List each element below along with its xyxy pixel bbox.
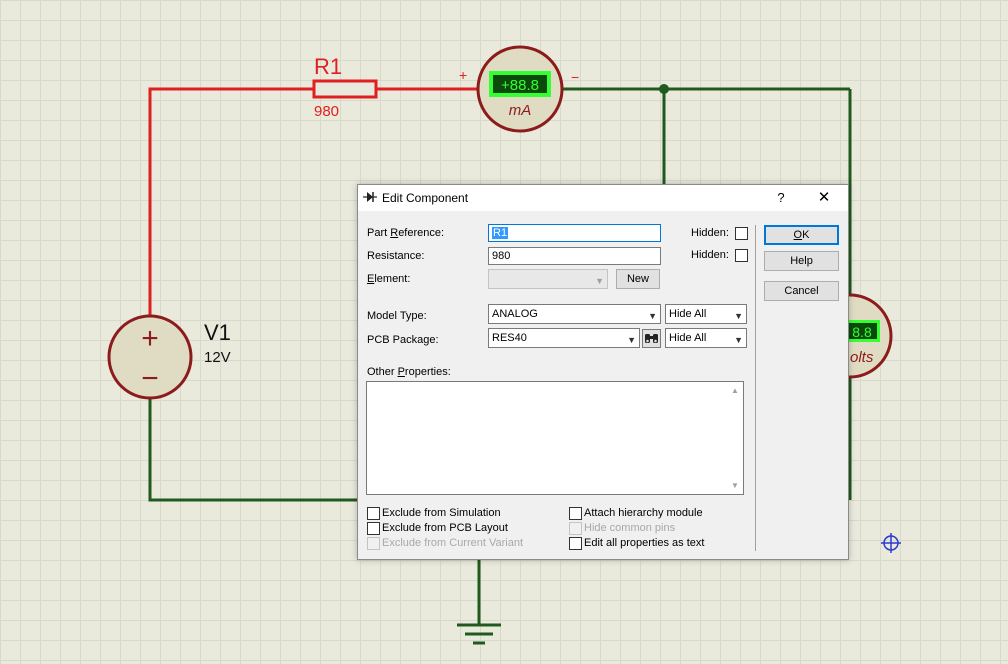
r1-value: 980	[314, 103, 339, 120]
ammeter-minus: −	[571, 69, 579, 85]
model-type-label: Model Type:	[367, 310, 427, 322]
exclude-simulation-checkbox[interactable]	[367, 507, 380, 520]
chevron-down-icon: ▼	[627, 335, 636, 345]
resistance-label: Resistance:	[367, 250, 425, 262]
hidden-label-resistance: Hidden:	[691, 249, 729, 261]
exclude-pcb-checkbox[interactable]	[367, 522, 380, 535]
close-icon[interactable]: ✕	[817, 189, 831, 206]
hide-common-pins-checkbox	[569, 522, 582, 535]
other-properties-textarea[interactable]: ▲ ▼	[366, 381, 744, 495]
dialog-title: Edit Component	[382, 191, 469, 205]
exclude-pcb-label: Exclude from PCB Layout	[382, 522, 508, 534]
exclude-simulation-label: Exclude from Simulation	[382, 507, 501, 519]
crosshair-cursor-icon	[881, 533, 901, 553]
wire-bottom-left	[148, 398, 358, 502]
element-label: Element:	[367, 273, 411, 285]
attach-hierarchy-checkbox[interactable]	[569, 507, 582, 520]
scroll-up-icon[interactable]: ▲	[731, 386, 739, 395]
part-reference-input[interactable]: R1	[488, 224, 661, 242]
hidden-resistance-checkbox[interactable]	[735, 249, 748, 262]
binoculars-glyph	[645, 334, 658, 343]
help-button[interactable]: Help	[764, 251, 839, 271]
ammeter-display: +88.8	[501, 77, 539, 94]
voltmeter-unit: olts	[850, 349, 874, 366]
binoculars-icon[interactable]	[642, 329, 661, 348]
other-properties-scrollbar[interactable]: ▲ ▼	[727, 382, 743, 494]
ok-button[interactable]: OK	[764, 225, 839, 245]
new-element-button[interactable]: New	[616, 269, 660, 289]
other-properties-label: Other Properties:	[367, 366, 451, 378]
pcb-package-hide-combo[interactable]: Hide All▼	[665, 328, 747, 348]
ammeter-plus: +	[459, 67, 467, 83]
part-reference-label: Part Reference:	[367, 227, 445, 239]
voltmeter-display: 8.8	[852, 324, 872, 340]
ammeter-unit: mA	[509, 102, 532, 119]
chevron-down-icon: ▼	[648, 311, 657, 321]
dialog-separator	[755, 225, 756, 551]
cancel-button[interactable]: Cancel	[764, 281, 839, 301]
exclude-variant-label: Exclude from Current Variant	[382, 537, 524, 549]
pcb-package-combo[interactable]: RES40▼	[488, 328, 640, 348]
hidden-part-ref-checkbox[interactable]	[735, 227, 748, 240]
junction-dot	[659, 84, 669, 94]
hidden-label-part-ref: Hidden:	[691, 227, 729, 239]
chevron-down-icon: ▼	[734, 311, 743, 321]
resistor-r1[interactable]: R1 980	[312, 54, 378, 120]
exclude-variant-checkbox	[367, 537, 380, 550]
chevron-down-icon: ▼	[734, 335, 743, 345]
resistance-input[interactable]: 980	[488, 247, 661, 265]
scroll-down-icon[interactable]: ▼	[731, 481, 739, 490]
component-diode-icon	[363, 192, 377, 202]
model-type-combo[interactable]: ANALOG▼	[488, 304, 661, 324]
v1-value: 12V	[204, 349, 231, 366]
hide-common-pins-label: Hide common pins	[584, 522, 676, 534]
attach-hierarchy-label: Attach hierarchy module	[584, 507, 703, 519]
dialog-titlebar[interactable]: Edit Component ? ✕	[358, 185, 848, 211]
battery-v1[interactable]: + − V1 12V	[107, 314, 231, 400]
help-question-icon[interactable]: ?	[777, 190, 785, 205]
edit-component-dialog: Edit Component ? ✕ Part Reference: R1 Hi…	[357, 184, 849, 560]
battery-plus: +	[141, 322, 159, 355]
v1-name: V1	[204, 320, 231, 345]
ammeter[interactable]: +88.8 mA + −	[459, 45, 579, 133]
model-type-hide-combo[interactable]: Hide All▼	[665, 304, 747, 324]
ground-symbol[interactable]	[457, 623, 501, 645]
r1-name: R1	[314, 54, 342, 79]
element-combo[interactable]: ▼	[488, 269, 608, 289]
pcb-package-label: PCB Package:	[367, 334, 439, 346]
edit-as-text-label: Edit all properties as text	[584, 537, 705, 549]
edit-as-text-checkbox[interactable]	[569, 537, 582, 550]
battery-minus: −	[141, 362, 159, 395]
chevron-down-icon: ▼	[595, 276, 604, 286]
wire-top-left	[148, 87, 314, 318]
